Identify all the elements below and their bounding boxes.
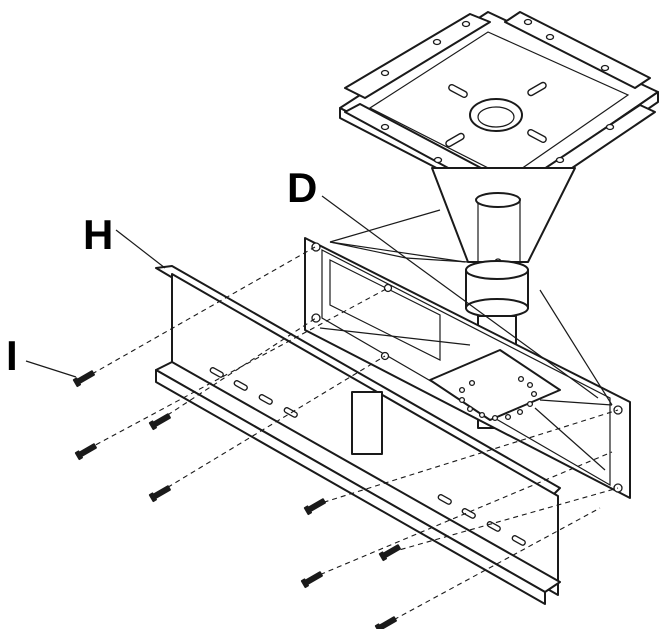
label-d: D xyxy=(287,164,317,211)
screw-1 xyxy=(72,370,95,388)
screw-2 xyxy=(74,443,97,461)
screw-6 xyxy=(378,544,401,562)
screw-5 xyxy=(303,498,326,516)
label-i: I xyxy=(6,332,18,379)
bolt-circle xyxy=(458,375,538,422)
callout-d: D xyxy=(287,164,599,399)
label-h: H xyxy=(83,211,113,258)
screws-i xyxy=(72,370,401,629)
callout-h: H xyxy=(83,211,166,269)
funnel-and-pole xyxy=(431,167,576,429)
screw-7 xyxy=(300,571,323,589)
callout-i: I xyxy=(6,332,77,379)
screw-3 xyxy=(148,413,171,431)
mounting-bracket-d xyxy=(304,209,631,499)
screw-4 xyxy=(148,485,171,503)
alignment-lines xyxy=(87,246,619,625)
screw-8 xyxy=(374,616,397,629)
